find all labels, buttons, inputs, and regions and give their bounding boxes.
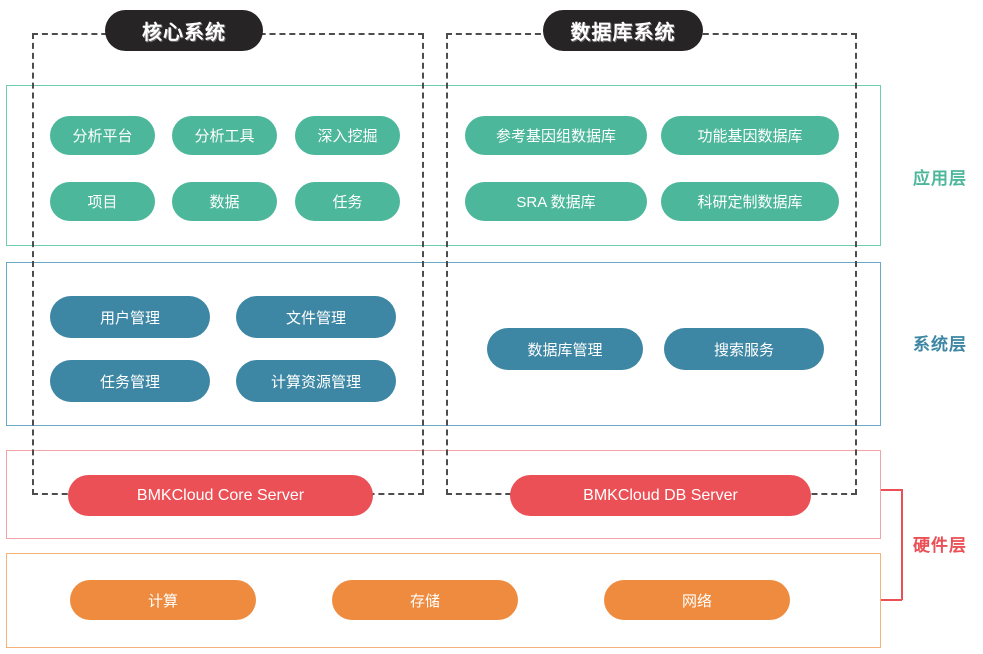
layer-label-application: 应用层 <box>913 169 967 188</box>
hardware-bracket-spine <box>901 489 903 600</box>
core-system-group-box <box>32 33 424 495</box>
database-system-title: 数据库系统 <box>543 10 703 51</box>
layer-label-hardware: 硬件层 <box>913 536 967 555</box>
server-layer-band <box>6 450 881 539</box>
sys-node-user-management[interactable]: 用户管理 <box>50 296 210 338</box>
core-system-title: 核心系统 <box>105 10 263 51</box>
app-node-task[interactable]: 任务 <box>295 182 400 221</box>
sys-node-file-management[interactable]: 文件管理 <box>236 296 396 338</box>
app-node-deep-mining[interactable]: 深入挖掘 <box>295 116 400 155</box>
app-node-analysis-platform[interactable]: 分析平台 <box>50 116 155 155</box>
hardware-layer-band <box>6 553 881 648</box>
layer-label-system: 系统层 <box>913 335 967 354</box>
hw-node-network[interactable]: 网络 <box>604 580 790 620</box>
application-layer-band <box>6 85 881 246</box>
hardware-bracket-top-arm <box>881 489 902 491</box>
app-node-reference-genome-database[interactable]: 参考基因组数据库 <box>465 116 647 155</box>
app-node-analysis-tools[interactable]: 分析工具 <box>172 116 277 155</box>
database-system-group-box <box>446 33 857 495</box>
hw-node-storage[interactable]: 存储 <box>332 580 518 620</box>
sys-node-compute-resource-management[interactable]: 计算资源管理 <box>236 360 396 402</box>
sys-node-task-management[interactable]: 任务管理 <box>50 360 210 402</box>
sys-node-database-management[interactable]: 数据库管理 <box>487 328 643 370</box>
app-node-data[interactable]: 数据 <box>172 182 277 221</box>
server-node-bmkcloud-db-server[interactable]: BMKCloud DB Server <box>510 475 811 516</box>
app-node-sra-database[interactable]: SRA 数据库 <box>465 182 647 221</box>
sys-node-search-service[interactable]: 搜索服务 <box>664 328 824 370</box>
app-node-research-custom-database[interactable]: 科研定制数据库 <box>661 182 839 221</box>
app-node-project[interactable]: 项目 <box>50 182 155 221</box>
hw-node-compute[interactable]: 计算 <box>70 580 256 620</box>
server-node-bmkcloud-core-server[interactable]: BMKCloud Core Server <box>68 475 373 516</box>
hardware-bracket-bottom-arm <box>881 599 902 601</box>
app-node-functional-gene-database[interactable]: 功能基因数据库 <box>661 116 839 155</box>
system-layer-band <box>6 262 881 426</box>
